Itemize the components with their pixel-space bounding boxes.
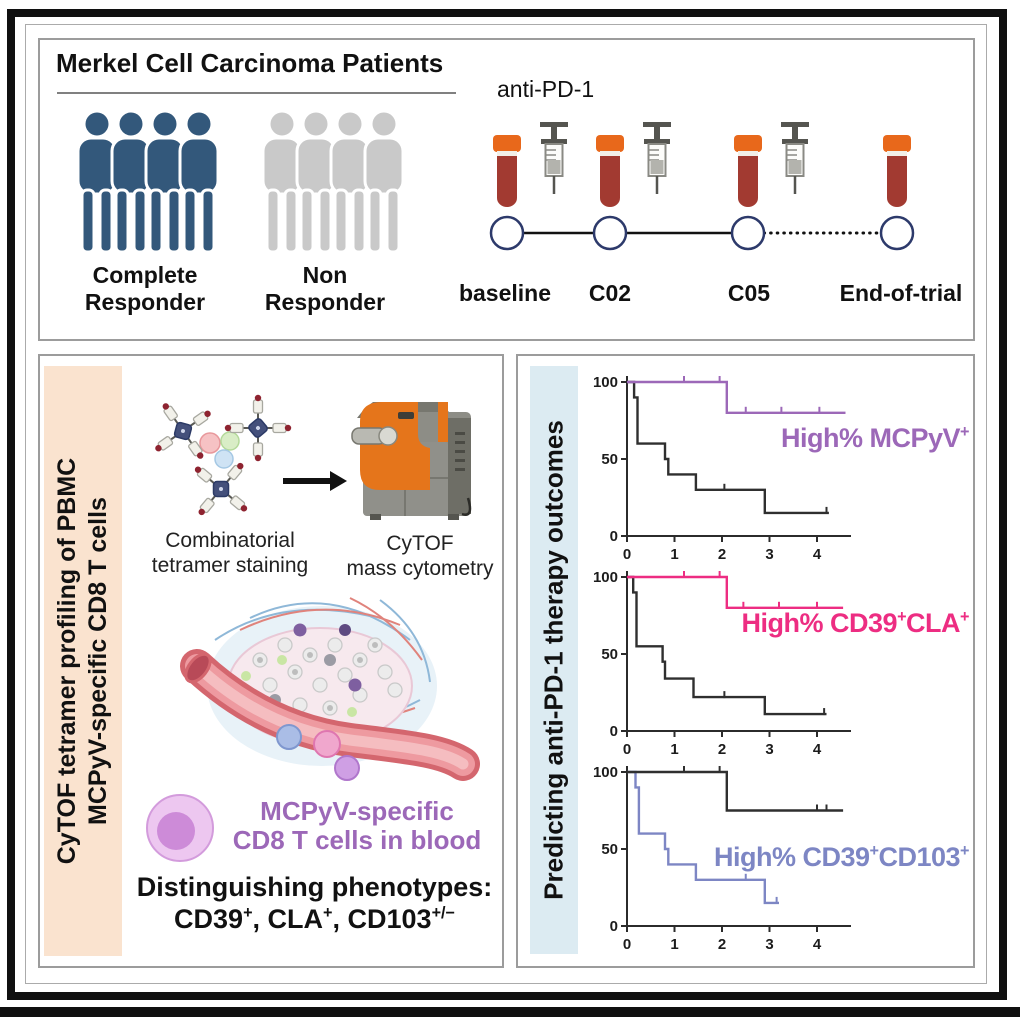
timeline-node xyxy=(592,215,628,251)
person-icon xyxy=(76,109,118,254)
y-tick-label: 100 xyxy=(593,374,618,391)
cytof-machine-illustration xyxy=(351,402,472,520)
cell-callout-label: MCPyV-specific CD8 T cells in blood xyxy=(232,796,482,855)
right-sidebar: Predicting anti-PD-1 therapy outcomes xyxy=(530,366,578,954)
syringe-icon xyxy=(643,122,671,194)
outcomes-panel xyxy=(516,354,975,968)
y-tick-label: 50 xyxy=(601,646,618,663)
group-label-non-responder: Non Responder xyxy=(264,262,386,315)
km-curve-label: High% MCPyV+ xyxy=(781,423,969,453)
person-icon xyxy=(178,109,220,254)
series-other-patients xyxy=(627,575,827,716)
timeline-node xyxy=(489,215,525,251)
card-border xyxy=(7,9,1007,1000)
syringe-icon xyxy=(540,122,568,194)
person-icon xyxy=(295,109,337,254)
axes xyxy=(626,766,851,927)
x-tick-label: 3 xyxy=(765,546,773,563)
cd8-tcell-icon xyxy=(146,794,214,862)
x-tick-label: 0 xyxy=(623,936,631,953)
blood-tube-icon xyxy=(596,135,624,207)
km-plot: 0 50 100 0 1 2 3 4 xyxy=(593,764,851,953)
x-tick-label: 3 xyxy=(765,741,773,758)
person-icon xyxy=(363,109,405,254)
person-icon xyxy=(329,109,371,254)
x-tick-label: 0 xyxy=(623,546,631,563)
x-tick-label: 1 xyxy=(670,546,678,563)
y-tick-label: 100 xyxy=(593,569,618,586)
timepoint-label-c02: C02 xyxy=(588,280,632,306)
y-tick-label: 50 xyxy=(601,451,618,468)
km-chart-mcpyv: 0 50 100 0 1 2 3 4 High% MCPyV+ xyxy=(585,368,975,565)
tumor-tissue-illustration xyxy=(180,597,480,781)
person-icon xyxy=(261,109,303,254)
x-tick-label: 1 xyxy=(670,936,678,953)
workflow-arrow-icon xyxy=(283,471,347,491)
x-tick-label: 2 xyxy=(718,936,726,953)
timeline-node xyxy=(879,215,915,251)
tetramer-staining-illustration xyxy=(147,387,299,519)
x-tick-label: 3 xyxy=(765,936,773,953)
top-panel-graphics xyxy=(76,109,915,254)
x-tick-label: 4 xyxy=(813,936,822,953)
timepoint-label-baseline: baseline xyxy=(458,280,552,306)
step2-caption: CyTOF mass cytometry xyxy=(346,532,494,580)
top-panel-title: Merkel Cell Carcinoma Patients xyxy=(56,48,444,78)
km-chart-cd39-cla: 0 50 100 0 1 2 3 4 High% CD39+CLA+ xyxy=(585,563,975,760)
series-other-patients xyxy=(627,380,829,515)
series-high-percent-MCPyV+ xyxy=(627,380,846,414)
timepoint-label-c05: C05 xyxy=(727,280,771,306)
right-sidebar-text: Predicting anti-PD-1 therapy outcomes xyxy=(538,420,569,900)
km-plot: 0 50 100 0 1 2 3 4 xyxy=(593,374,851,563)
syringe-icon xyxy=(781,122,809,194)
blood-tube-icon xyxy=(883,135,911,207)
step1-caption: Combinatorial tetramer staining xyxy=(151,529,309,577)
axes xyxy=(626,376,851,537)
anti-pd1-label: anti-PD-1 xyxy=(497,76,595,102)
left-panel-illustrations xyxy=(146,387,480,862)
abstract-frame xyxy=(25,24,987,984)
x-tick-label: 4 xyxy=(813,741,822,758)
person-icon xyxy=(110,109,152,254)
timepoint-label-end-of-trial: End-of-trial xyxy=(839,280,963,306)
km-curve-label: High% CD39+CD103+ xyxy=(713,842,970,872)
blood-tube-icon xyxy=(493,135,521,207)
group-label-complete-responder: Complete Responder xyxy=(84,262,206,315)
km-plot: 0 50 100 0 1 2 3 4 xyxy=(593,569,851,758)
treatment-timeline-icons xyxy=(489,122,915,251)
person-icon xyxy=(144,109,186,254)
window-bottom-bar xyxy=(0,1007,1020,1017)
y-tick-label: 0 xyxy=(610,723,618,740)
series-high-percent-CD39+CD103+ xyxy=(627,770,779,905)
y-tick-label: 50 xyxy=(601,841,618,858)
axes xyxy=(626,571,851,732)
y-tick-label: 100 xyxy=(593,764,618,781)
x-tick-label: 2 xyxy=(718,741,726,758)
patient-group-icons xyxy=(76,109,405,254)
left-sidebar: CyTOF tetramer profiling of PBMC MCPyV-s… xyxy=(44,366,122,956)
phenotypes-heading: Distinguishing phenotypes: xyxy=(136,872,493,902)
phenotypes-list: CD39+, CLA+, CD103+/− xyxy=(174,904,455,934)
x-tick-label: 4 xyxy=(813,546,822,563)
blood-tube-icon xyxy=(734,135,762,207)
timeline-node xyxy=(730,215,766,251)
series-high-percent-CD39+CLA+ xyxy=(627,575,844,609)
x-tick-label: 1 xyxy=(670,741,678,758)
x-tick-label: 2 xyxy=(718,546,726,563)
y-tick-label: 0 xyxy=(610,918,618,935)
km-chart-cd39-cd103: 0 50 100 0 1 2 3 4 High% CD39+CD103+ xyxy=(585,758,975,955)
km-curve-label: High% CD39+CLA+ xyxy=(741,608,970,638)
x-tick-label: 0 xyxy=(623,741,631,758)
y-tick-label: 0 xyxy=(610,528,618,545)
series-other-patients xyxy=(627,770,844,812)
title-underline xyxy=(57,92,456,94)
